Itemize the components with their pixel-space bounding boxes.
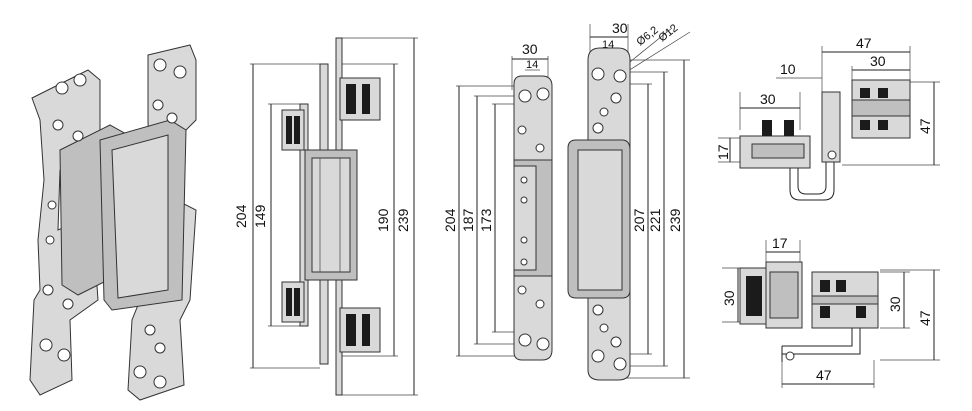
bottom-view: 17 30 30 47 47	[721, 235, 940, 388]
dim-top-47: 47	[856, 35, 872, 51]
dim-top-10: 10	[780, 61, 796, 77]
dim-side-173: 173	[478, 208, 494, 232]
dim-side-30: 30	[522, 41, 538, 57]
dim-bot-17: 17	[772, 235, 788, 251]
side-view: 30 14 204 187 173	[442, 41, 553, 361]
dim-right-239: 239	[667, 208, 683, 232]
dim-right-d12: Ø12	[656, 22, 680, 44]
dim-front-190: 190	[375, 208, 391, 232]
dim-top-17: 17	[715, 144, 731, 160]
dim-top-47v: 47	[917, 118, 933, 134]
dim-side-14: 14	[526, 59, 538, 71]
dim-side-204: 204	[442, 208, 458, 232]
dim-right-207: 207	[631, 208, 647, 232]
dim-front-149: 149	[252, 204, 268, 228]
dim-top-30a: 30	[870, 53, 886, 69]
dim-right-30: 30	[612, 20, 628, 36]
top-view: 47 10 30 30 17 47	[715, 35, 940, 201]
front-section-view: 204 149 190 239	[233, 37, 418, 396]
dim-bot-47v: 47	[917, 310, 933, 326]
dim-right-14: 14	[602, 39, 614, 51]
dim-top-30b: 30	[760, 91, 776, 107]
isometric-hinge-view	[29, 44, 197, 401]
dim-bot-47: 47	[816, 367, 832, 383]
dim-bot-30b: 30	[887, 296, 903, 312]
dim-bot-30a: 30	[721, 290, 737, 306]
dim-front-204: 204	[233, 204, 249, 228]
right-side-view: 30 14 Ø6,2 Ø12 207 221 239	[567, 20, 691, 381]
dim-right-221: 221	[647, 208, 663, 232]
dim-side-187: 187	[460, 208, 476, 232]
dim-front-239: 239	[395, 208, 411, 232]
